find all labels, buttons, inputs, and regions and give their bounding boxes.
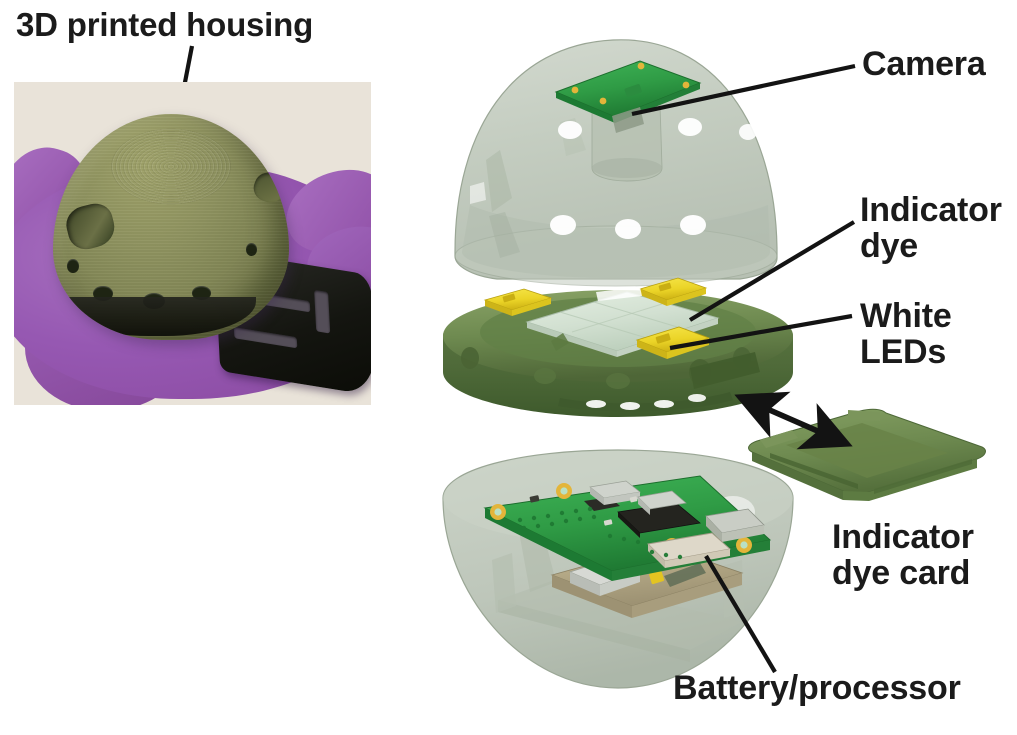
cad-main-pcb [483, 475, 772, 581]
label-camera: Camera [862, 45, 986, 83]
label-white-leds: White LEDs [860, 297, 952, 372]
cad-middle-deck [443, 277, 793, 417]
photo-print-rings [109, 127, 233, 205]
tray-insertion-arrow [734, 391, 853, 450]
leader-line-white-leds [669, 313, 853, 351]
label-battery-processor: Battery/processor [673, 669, 961, 707]
leader-line-camera [631, 63, 856, 117]
photo-3d-printed-housing [14, 82, 371, 405]
photo-dome-housing [53, 114, 289, 341]
label-3d-printed-housing: 3D printed housing [16, 6, 314, 43]
leader-line-indicator-dye [688, 220, 856, 322]
cad-led-modules [483, 277, 711, 359]
photo-vent-hole-4 [67, 258, 80, 273]
photo-vent-hole-3 [192, 286, 212, 300]
leader-line-battery-processor [704, 554, 777, 674]
label-indicator-dye: Indicator dye [860, 191, 1002, 266]
photo-vent-hole-5 [246, 243, 258, 256]
cad-camera-pcb [554, 60, 702, 133]
photo-vent-hole-1 [93, 286, 114, 301]
label-indicator-dye-card: Indicator dye card [832, 518, 974, 593]
